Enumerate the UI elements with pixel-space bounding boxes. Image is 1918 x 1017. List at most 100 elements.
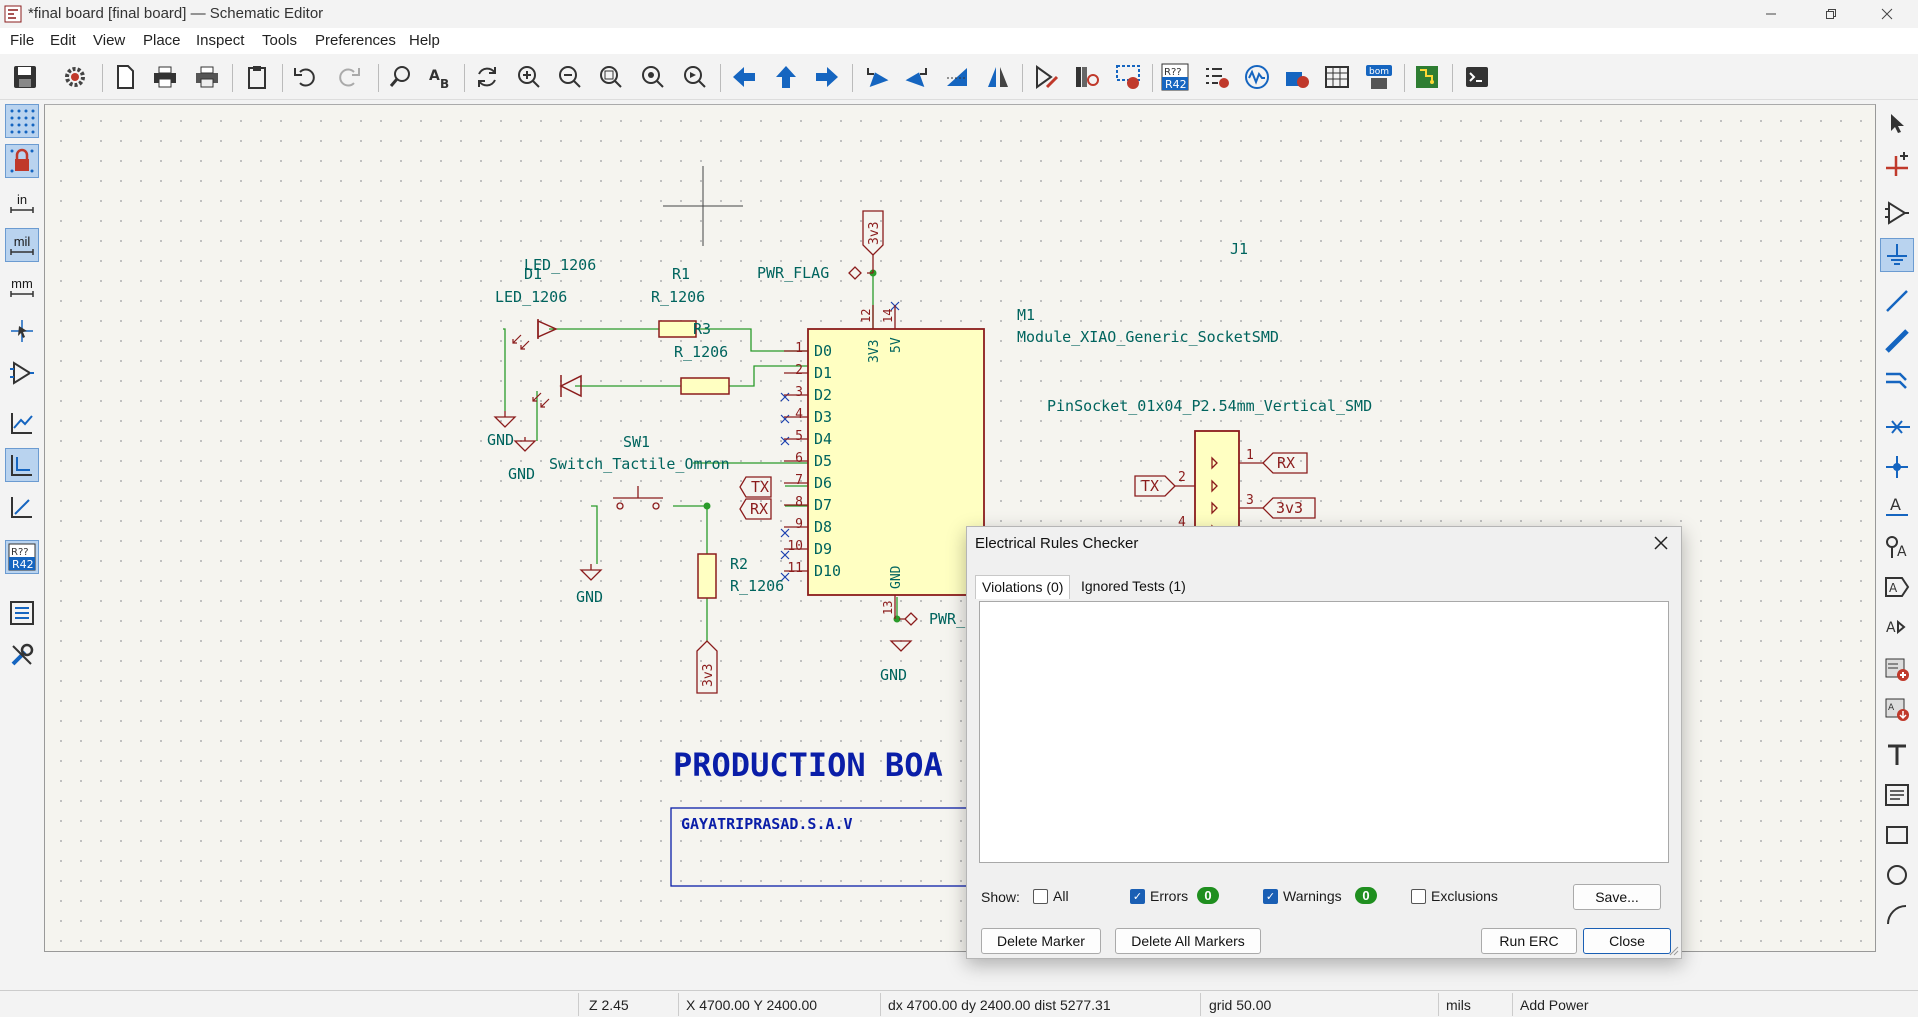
- update-pcb-button[interactable]: [1280, 60, 1314, 94]
- add-symbol-button[interactable]: [1880, 196, 1914, 230]
- zoom-objects-button[interactable]: [636, 60, 670, 94]
- delete-all-markers-button[interactable]: Delete All Markers: [1115, 928, 1261, 954]
- arrow-right-icon: [816, 67, 838, 87]
- rotate-cw-icon: [905, 68, 927, 88]
- undo-button[interactable]: [288, 60, 322, 94]
- properties-panel-button[interactable]: [5, 638, 39, 672]
- annotation-toggle-button[interactable]: R??R42: [5, 540, 39, 574]
- redo-button[interactable]: [332, 60, 366, 94]
- import-sheet-pin-button[interactable]: A: [1880, 692, 1914, 726]
- menu-file[interactable]: File: [10, 32, 35, 49]
- gnd-label-3: GND: [576, 588, 603, 606]
- menu-preferences[interactable]: Preferences: [315, 32, 396, 49]
- mirror-horizontal-button[interactable]: [981, 60, 1015, 94]
- add-power-button[interactable]: [1880, 238, 1914, 272]
- add-junction-button[interactable]: [1880, 450, 1914, 484]
- menu-edit[interactable]: Edit: [50, 32, 76, 49]
- zoom-out-button[interactable]: [553, 60, 587, 94]
- zoom-fit-button[interactable]: [594, 60, 628, 94]
- filter-exclusions-checkbox[interactable]: Exclusions: [1411, 888, 1498, 904]
- add-bus-entry-button[interactable]: [1880, 364, 1914, 398]
- line-mode-45-button[interactable]: [5, 490, 39, 524]
- svg-text:B: B: [440, 77, 449, 90]
- save-button[interactable]: [8, 60, 42, 94]
- symbol-editor-button[interactable]: [1030, 60, 1064, 94]
- line-mode-90-button[interactable]: [5, 448, 39, 482]
- filter-warnings-checkbox[interactable]: ✓ Warnings: [1263, 888, 1342, 904]
- add-text-button[interactable]: [1880, 738, 1914, 772]
- add-netclass-button[interactable]: A: [1880, 530, 1914, 564]
- grid-toggle-button[interactable]: [5, 104, 39, 138]
- schematic-setup-button[interactable]: [58, 60, 92, 94]
- zoom-in-button[interactable]: [512, 60, 546, 94]
- page-settings-button[interactable]: [108, 60, 142, 94]
- menu-inspect[interactable]: Inspect: [196, 32, 245, 49]
- schematic-drawing: 3v3 PWR_FLAG LED_1206 D1 LED_1206 R1 R_1…: [487, 166, 1372, 887]
- zoom-selection-button[interactable]: [678, 60, 712, 94]
- filter-errors-checkbox[interactable]: ✓ Errors: [1130, 888, 1188, 904]
- mirror-vertical-button[interactable]: [940, 60, 974, 94]
- menu-place[interactable]: Place: [143, 32, 181, 49]
- select-tool-button[interactable]: [1880, 106, 1914, 140]
- minimize-button[interactable]: [1746, 0, 1796, 28]
- add-hier-label-button[interactable]: A: [1880, 610, 1914, 644]
- assign-refs-button[interactable]: R??R42: [1158, 60, 1192, 94]
- erc-button[interactable]: [1200, 60, 1234, 94]
- run-erc-button[interactable]: Run ERC: [1481, 928, 1577, 954]
- add-global-label-button[interactable]: A: [1880, 570, 1914, 604]
- hidden-pins-button[interactable]: [5, 356, 39, 390]
- add-wire-button[interactable]: [1880, 284, 1914, 318]
- symbol-fields-table-button[interactable]: [1320, 60, 1354, 94]
- paste-button[interactable]: [240, 60, 274, 94]
- tab-violations[interactable]: Violations (0): [975, 575, 1071, 599]
- rotate-ccw-button[interactable]: [860, 60, 894, 94]
- filter-all-checkbox[interactable]: All: [1033, 888, 1069, 904]
- cursor-style-button[interactable]: [5, 314, 39, 348]
- delete-marker-button[interactable]: Delete Marker: [981, 928, 1101, 954]
- simulator-button[interactable]: [1240, 60, 1274, 94]
- add-circle-button[interactable]: [1880, 858, 1914, 892]
- rotate-cw-button[interactable]: [900, 60, 934, 94]
- menu-help[interactable]: Help: [409, 32, 440, 49]
- scripting-console-button[interactable]: [1460, 60, 1494, 94]
- navigate-forward-button[interactable]: [810, 60, 844, 94]
- save-report-button[interactable]: Save...: [1573, 884, 1661, 910]
- symbol-library-button[interactable]: [1070, 60, 1104, 94]
- grid-lock-button[interactable]: [5, 144, 39, 178]
- hierarchy-navigator-button[interactable]: [5, 596, 39, 630]
- add-textbox-button[interactable]: [1880, 778, 1914, 812]
- units-mils-button[interactable]: mil: [5, 228, 39, 262]
- find-button[interactable]: [384, 60, 418, 94]
- add-label-button[interactable]: A: [1880, 490, 1914, 524]
- open-pcb-editor-button[interactable]: [1410, 60, 1444, 94]
- resize-grip-icon[interactable]: [1669, 946, 1679, 956]
- close-dialog-button[interactable]: Close: [1583, 928, 1671, 954]
- sheet-add-icon: [1885, 658, 1909, 681]
- units-inches-button[interactable]: in: [5, 186, 39, 220]
- m1-value: Module_XIAO_Generic_SocketSMD: [1017, 328, 1279, 346]
- navigate-up-button[interactable]: [769, 60, 803, 94]
- navigate-back-button[interactable]: [727, 60, 761, 94]
- add-bus-button[interactable]: [1880, 324, 1914, 358]
- menu-tools[interactable]: Tools: [262, 32, 298, 49]
- plot-button[interactable]: [190, 60, 224, 94]
- add-rectangle-button[interactable]: [1880, 818, 1914, 852]
- add-sheet-button[interactable]: [1880, 652, 1914, 686]
- restore-button[interactable]: [1806, 0, 1856, 28]
- add-arc-button[interactable]: [1880, 898, 1914, 932]
- print-button[interactable]: [148, 60, 182, 94]
- bom-button[interactable]: bom: [1362, 60, 1396, 94]
- add-no-connect-button[interactable]: [1880, 410, 1914, 444]
- menu-view[interactable]: View: [93, 32, 126, 49]
- annotate-button[interactable]: [1111, 60, 1145, 94]
- tab-ignored-tests[interactable]: Ignored Tests (1): [1081, 578, 1186, 594]
- units-mm-button[interactable]: mm: [5, 270, 39, 304]
- refresh-button[interactable]: [470, 60, 504, 94]
- highlight-net-button[interactable]: [1880, 148, 1914, 182]
- violations-list[interactable]: [979, 601, 1669, 863]
- led-d1: [532, 374, 582, 408]
- line-mode-free-button[interactable]: [5, 406, 39, 440]
- close-window-button[interactable]: [1862, 0, 1912, 28]
- erc-dialog-close-button[interactable]: [1649, 531, 1673, 555]
